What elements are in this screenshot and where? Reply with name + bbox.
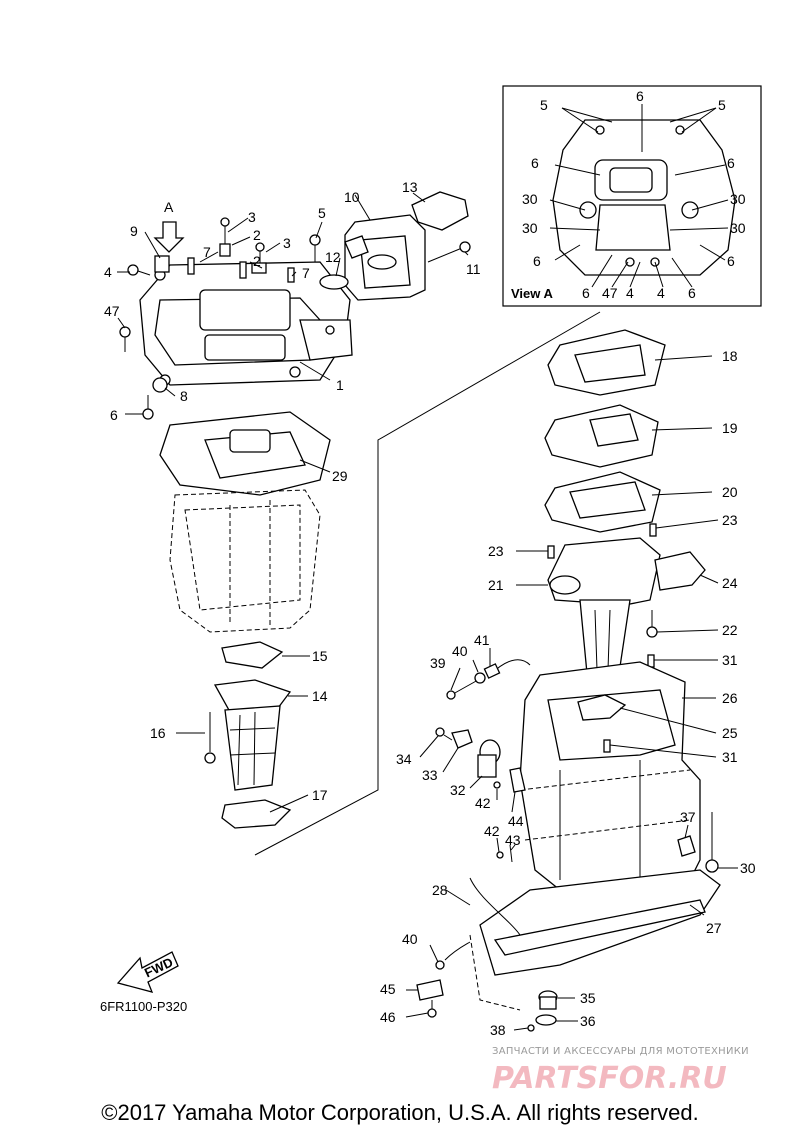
callout: 7 <box>302 265 310 281</box>
callout: 14 <box>312 688 328 704</box>
callout: 34 <box>396 751 412 767</box>
diagram-code: 6FR1100-P320 <box>100 999 187 1014</box>
fwd-arrow: FWD <box>116 951 179 993</box>
part-9-fitting <box>154 255 170 273</box>
callout: 2 <box>253 227 261 243</box>
callout: 16 <box>150 725 166 741</box>
callout: 40 <box>402 931 418 947</box>
callout: 41 <box>474 632 490 648</box>
arrow-a-letter: A <box>164 199 174 215</box>
callout: 17 <box>312 787 328 803</box>
callout: 18 <box>722 348 738 364</box>
callout: 30 <box>730 191 746 207</box>
callout: 45 <box>380 981 396 997</box>
callout: 47 <box>104 303 120 319</box>
callout: 25 <box>722 725 738 741</box>
callout: 30 <box>740 860 756 876</box>
callout: 46 <box>380 1009 396 1025</box>
callout: 39 <box>430 655 446 671</box>
callout: 19 <box>722 420 738 436</box>
callout: 6 <box>531 155 539 171</box>
copyright-notice: ©2017 Yamaha Motor Corporation, U.S.A. A… <box>101 1100 699 1125</box>
callout: 27 <box>706 920 722 936</box>
callout: 5 <box>718 97 726 113</box>
callout: 29 <box>332 468 348 484</box>
callout: 22 <box>722 622 738 638</box>
watermark-logo: PARTSFOR.RU <box>492 1061 727 1096</box>
callout: 31 <box>722 652 738 668</box>
callout: 6 <box>110 407 118 423</box>
callout: 6 <box>636 88 644 104</box>
callout: 8 <box>180 388 188 404</box>
callout: 5 <box>318 205 326 221</box>
callout: 47 <box>602 285 618 301</box>
callout: 9 <box>130 223 138 239</box>
callout: 21 <box>488 577 504 593</box>
callout: 6 <box>727 253 735 269</box>
callouts-main: 1 2 2 3 3 4 5 6 7 7 8 9 10 11 12 13 14 1… <box>104 179 756 1038</box>
part-12-seal <box>319 274 349 290</box>
callout: 13 <box>402 179 418 195</box>
callout: 4 <box>626 285 634 301</box>
callout: 44 <box>508 813 524 829</box>
callout: 32 <box>450 782 466 798</box>
callout: 33 <box>422 767 438 783</box>
callout: 30 <box>522 220 538 236</box>
callout: 38 <box>490 1022 506 1038</box>
callout: 4 <box>104 264 112 280</box>
callout: 11 <box>466 261 481 277</box>
callout: 1 <box>336 377 344 393</box>
callout: 30 <box>522 191 538 207</box>
callout: 31 <box>722 749 738 765</box>
view-a-label: View A <box>511 286 554 301</box>
callout: 42 <box>484 823 500 839</box>
callout: 10 <box>344 189 360 205</box>
callouts-view-a: 5 6 5 6 6 30 30 30 30 6 6 6 47 4 4 6 <box>522 88 746 301</box>
callout: 6 <box>533 253 541 269</box>
exhaust-guide-group: A <box>117 191 601 856</box>
callout: 35 <box>580 990 596 1006</box>
callout: 20 <box>722 484 738 500</box>
callout: 28 <box>432 882 448 898</box>
callout: 37 <box>680 809 696 825</box>
callout: 23 <box>722 512 738 528</box>
callout: 3 <box>248 209 256 225</box>
callout: 36 <box>580 1013 596 1029</box>
callout: 4 <box>657 285 665 301</box>
callout: 40 <box>452 643 468 659</box>
callout: 30 <box>730 220 746 236</box>
callout: 26 <box>722 690 738 706</box>
callout: 3 <box>283 235 291 251</box>
callout: 24 <box>722 575 738 591</box>
upper-case-group <box>405 329 738 1032</box>
callout: 12 <box>325 249 341 265</box>
watermark: ЗАПЧАСТИ И АКСЕССУАРЫ ДЛЯ МОТОТЕХНИКИ PA… <box>492 1046 749 1096</box>
callout: 7 <box>203 244 211 260</box>
view-arrow-icon <box>153 221 185 253</box>
callout: 6 <box>688 285 696 301</box>
callout: 2 <box>253 253 261 269</box>
callout: 23 <box>488 543 504 559</box>
view-a-inset: View A <box>502 85 762 307</box>
callout: 6 <box>727 155 735 171</box>
callout: 6 <box>582 285 590 301</box>
callout: 15 <box>312 648 328 664</box>
callout: 42 <box>475 795 491 811</box>
watermark-subtitle: ЗАПЧАСТИ И АКСЕССУАРЫ ДЛЯ МОТОТЕХНИКИ <box>492 1046 749 1057</box>
callout: 5 <box>540 97 548 113</box>
callout: 43 <box>505 832 521 848</box>
